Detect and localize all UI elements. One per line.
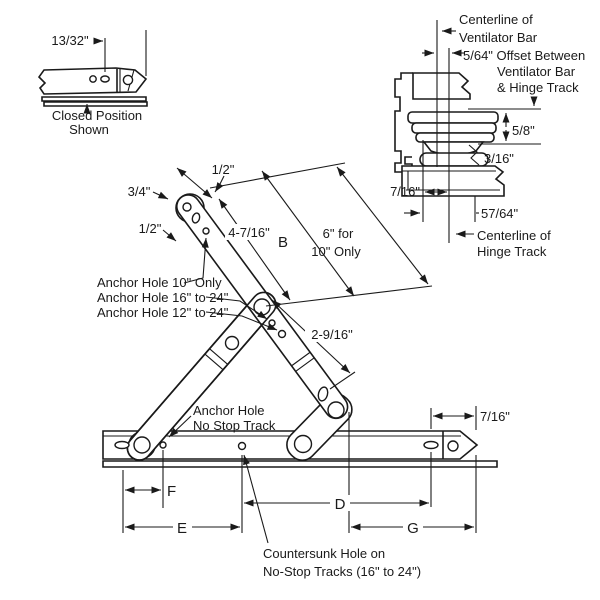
dim-three-quarter-label: 3/4": [128, 184, 151, 199]
anchor-hole-10-label: Anchor Hole 10" Only: [97, 275, 222, 290]
track-end-hole: [447, 440, 459, 452]
bracket-pivot-lower: [293, 434, 313, 454]
dim-2-9-16-label: 2-9/16": [311, 327, 353, 342]
dim-3-16-label: 3/16": [484, 151, 514, 166]
frame-jamb-profile: [394, 72, 413, 173]
dim-57-64-label: 57/64": [481, 206, 519, 221]
anchor-hole-16-24-label: Anchor Hole 16" to 24": [97, 290, 229, 305]
closed-hinge-pivot: [122, 74, 134, 86]
closed-track-strip: [41, 96, 147, 102]
anchor-hole-12-24: [277, 329, 287, 339]
closed-caption-line2: Shown: [69, 122, 109, 137]
anchor-hole-12-24-label: Anchor Hole 12" to 24": [97, 305, 229, 320]
dim-7-16-cs-label: 7/16": [390, 184, 420, 199]
track-slot-right: [423, 440, 439, 450]
countersunk-label-1: Countersunk Hole on: [263, 546, 385, 561]
dim-B-label: B: [278, 234, 288, 251]
anchor-no-stop-label-1: Anchor Hole: [193, 403, 265, 418]
closed-hinge-slot: [100, 75, 110, 83]
closed-caption-line1: Closed Position: [52, 108, 142, 123]
closed-hinge-hole: [89, 75, 97, 83]
dim-7-16-track-label: 7/16": [480, 409, 510, 424]
centerline-hinge-label-2: Hinge Track: [477, 244, 547, 259]
offset-label-3: & Hinge Track: [497, 80, 579, 95]
cap-slot: [191, 212, 201, 224]
anchor-hole-16-24: [268, 319, 276, 327]
bracket-pivot-upper: [327, 401, 345, 419]
anchor-hole-10: [202, 227, 210, 235]
dim-6-label-1: 6" for: [323, 226, 354, 241]
offset-label-2: Ventilator Bar: [497, 64, 576, 79]
support-arm-hole: [224, 335, 240, 351]
closed-track-strip-2: [43, 101, 148, 107]
dim-G-label: G: [407, 520, 419, 537]
bottom-dimensions: F E D G 7/16": [122, 406, 510, 537]
ventilator-bar-slab-3: [415, 132, 495, 143]
countersunk-hole: [237, 441, 247, 451]
dim-half-top-label: 1/2": [212, 162, 235, 177]
arm-end-slot: [317, 386, 329, 402]
closed-position-view: 13/32" Closed Position Shown: [37, 30, 148, 137]
cross-section-view: Centerline of Ventilator Bar 5/64" Offse…: [390, 12, 585, 259]
ventilator-bar-slab-1: [407, 111, 499, 124]
anchor-hole-no-stop: [159, 441, 167, 449]
anchor-no-stop-label-2: No Stop Track: [193, 418, 276, 433]
left-shoe-pivot: [133, 436, 151, 454]
dim-13-32-label: 13/32": [51, 33, 89, 48]
diagonal-dimensions: 1/2" 3/4" 1/2" 4-7/16" B 6" for 10" Only…: [128, 162, 433, 390]
frame-flange: [412, 72, 471, 100]
anchor-callouts: Anchor Hole 10" Only Anchor Hole 16" to …: [97, 237, 421, 579]
hinge-assembly-view: [102, 193, 498, 468]
track-slot-left: [114, 440, 130, 450]
dim-4-7-16-label: 4-7/16": [228, 225, 270, 240]
centerline-hinge-label-1: Centerline of: [477, 228, 551, 243]
dim-D-label: D: [335, 496, 346, 513]
dim-E-label: E: [177, 520, 187, 537]
track-strip: [102, 460, 498, 468]
offset-label-1: 5/64" Offset Between: [463, 48, 585, 63]
centerline-vent-label-1: Centerline of: [459, 12, 533, 27]
ventilator-bar-slab-2: [411, 122, 497, 134]
dim-F-label: F: [167, 483, 176, 500]
dim-6-label-2: 10" Only: [311, 244, 361, 259]
countersunk-label-2: No-Stop Tracks (16" to 24"): [263, 564, 421, 579]
cap-hole: [182, 202, 192, 212]
dim-5-8-label: 5/8": [512, 123, 535, 138]
dim-half-left-label: 1/2": [139, 221, 162, 236]
crimp-marks-support-arm: [204, 348, 228, 370]
centerline-vent-label-2: Ventilator Bar: [459, 30, 538, 45]
main-pivot-rivet: [253, 298, 271, 316]
